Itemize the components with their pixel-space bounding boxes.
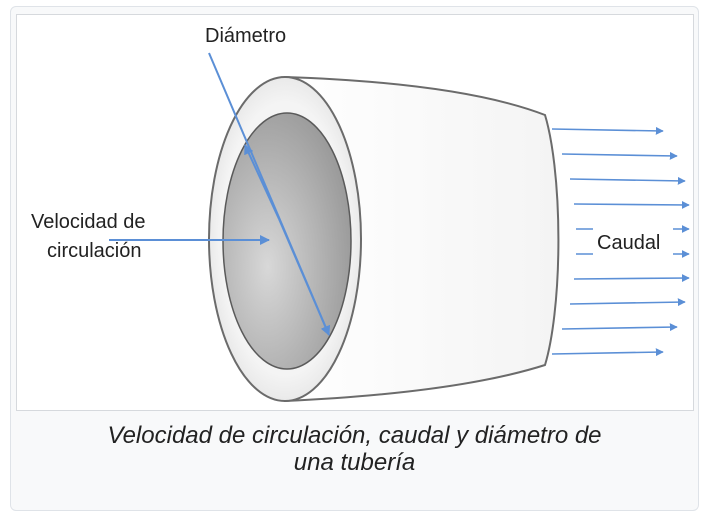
velocidad-label-line2: circulación <box>47 240 141 262</box>
flow-arrow <box>551 348 664 357</box>
caudal-label-bg <box>593 227 673 257</box>
flow-arrow <box>551 126 664 135</box>
pipe-body <box>284 75 560 403</box>
pipe-diagram-svg: Diámetro Velocidad de circulación Caudal <box>31 25 690 403</box>
flow-arrow <box>561 151 678 160</box>
flow-arrow <box>569 176 686 185</box>
diameter-arrow-up <box>244 144 280 220</box>
figure-caption: Velocidad de circulación, caudal y diáme… <box>14 422 695 476</box>
caption-line-2: una tubería <box>293 449 416 476</box>
flow-arrow <box>561 323 678 332</box>
caption-line-1: Velocidad de circulación, caudal y diáme… <box>107 422 602 449</box>
diametro-label: Diámetro <box>205 25 286 47</box>
diameter-arrow-down <box>278 218 331 336</box>
velocidad-label-line1: Velocidad de <box>31 211 146 233</box>
flow-arrow <box>569 298 686 307</box>
caudal-label: Caudal <box>597 232 660 254</box>
flow-arrow <box>573 274 690 283</box>
pipe-diagram: Diámetro Velocidad de circulación Caudal <box>16 14 694 411</box>
flow-arrow <box>573 200 690 209</box>
